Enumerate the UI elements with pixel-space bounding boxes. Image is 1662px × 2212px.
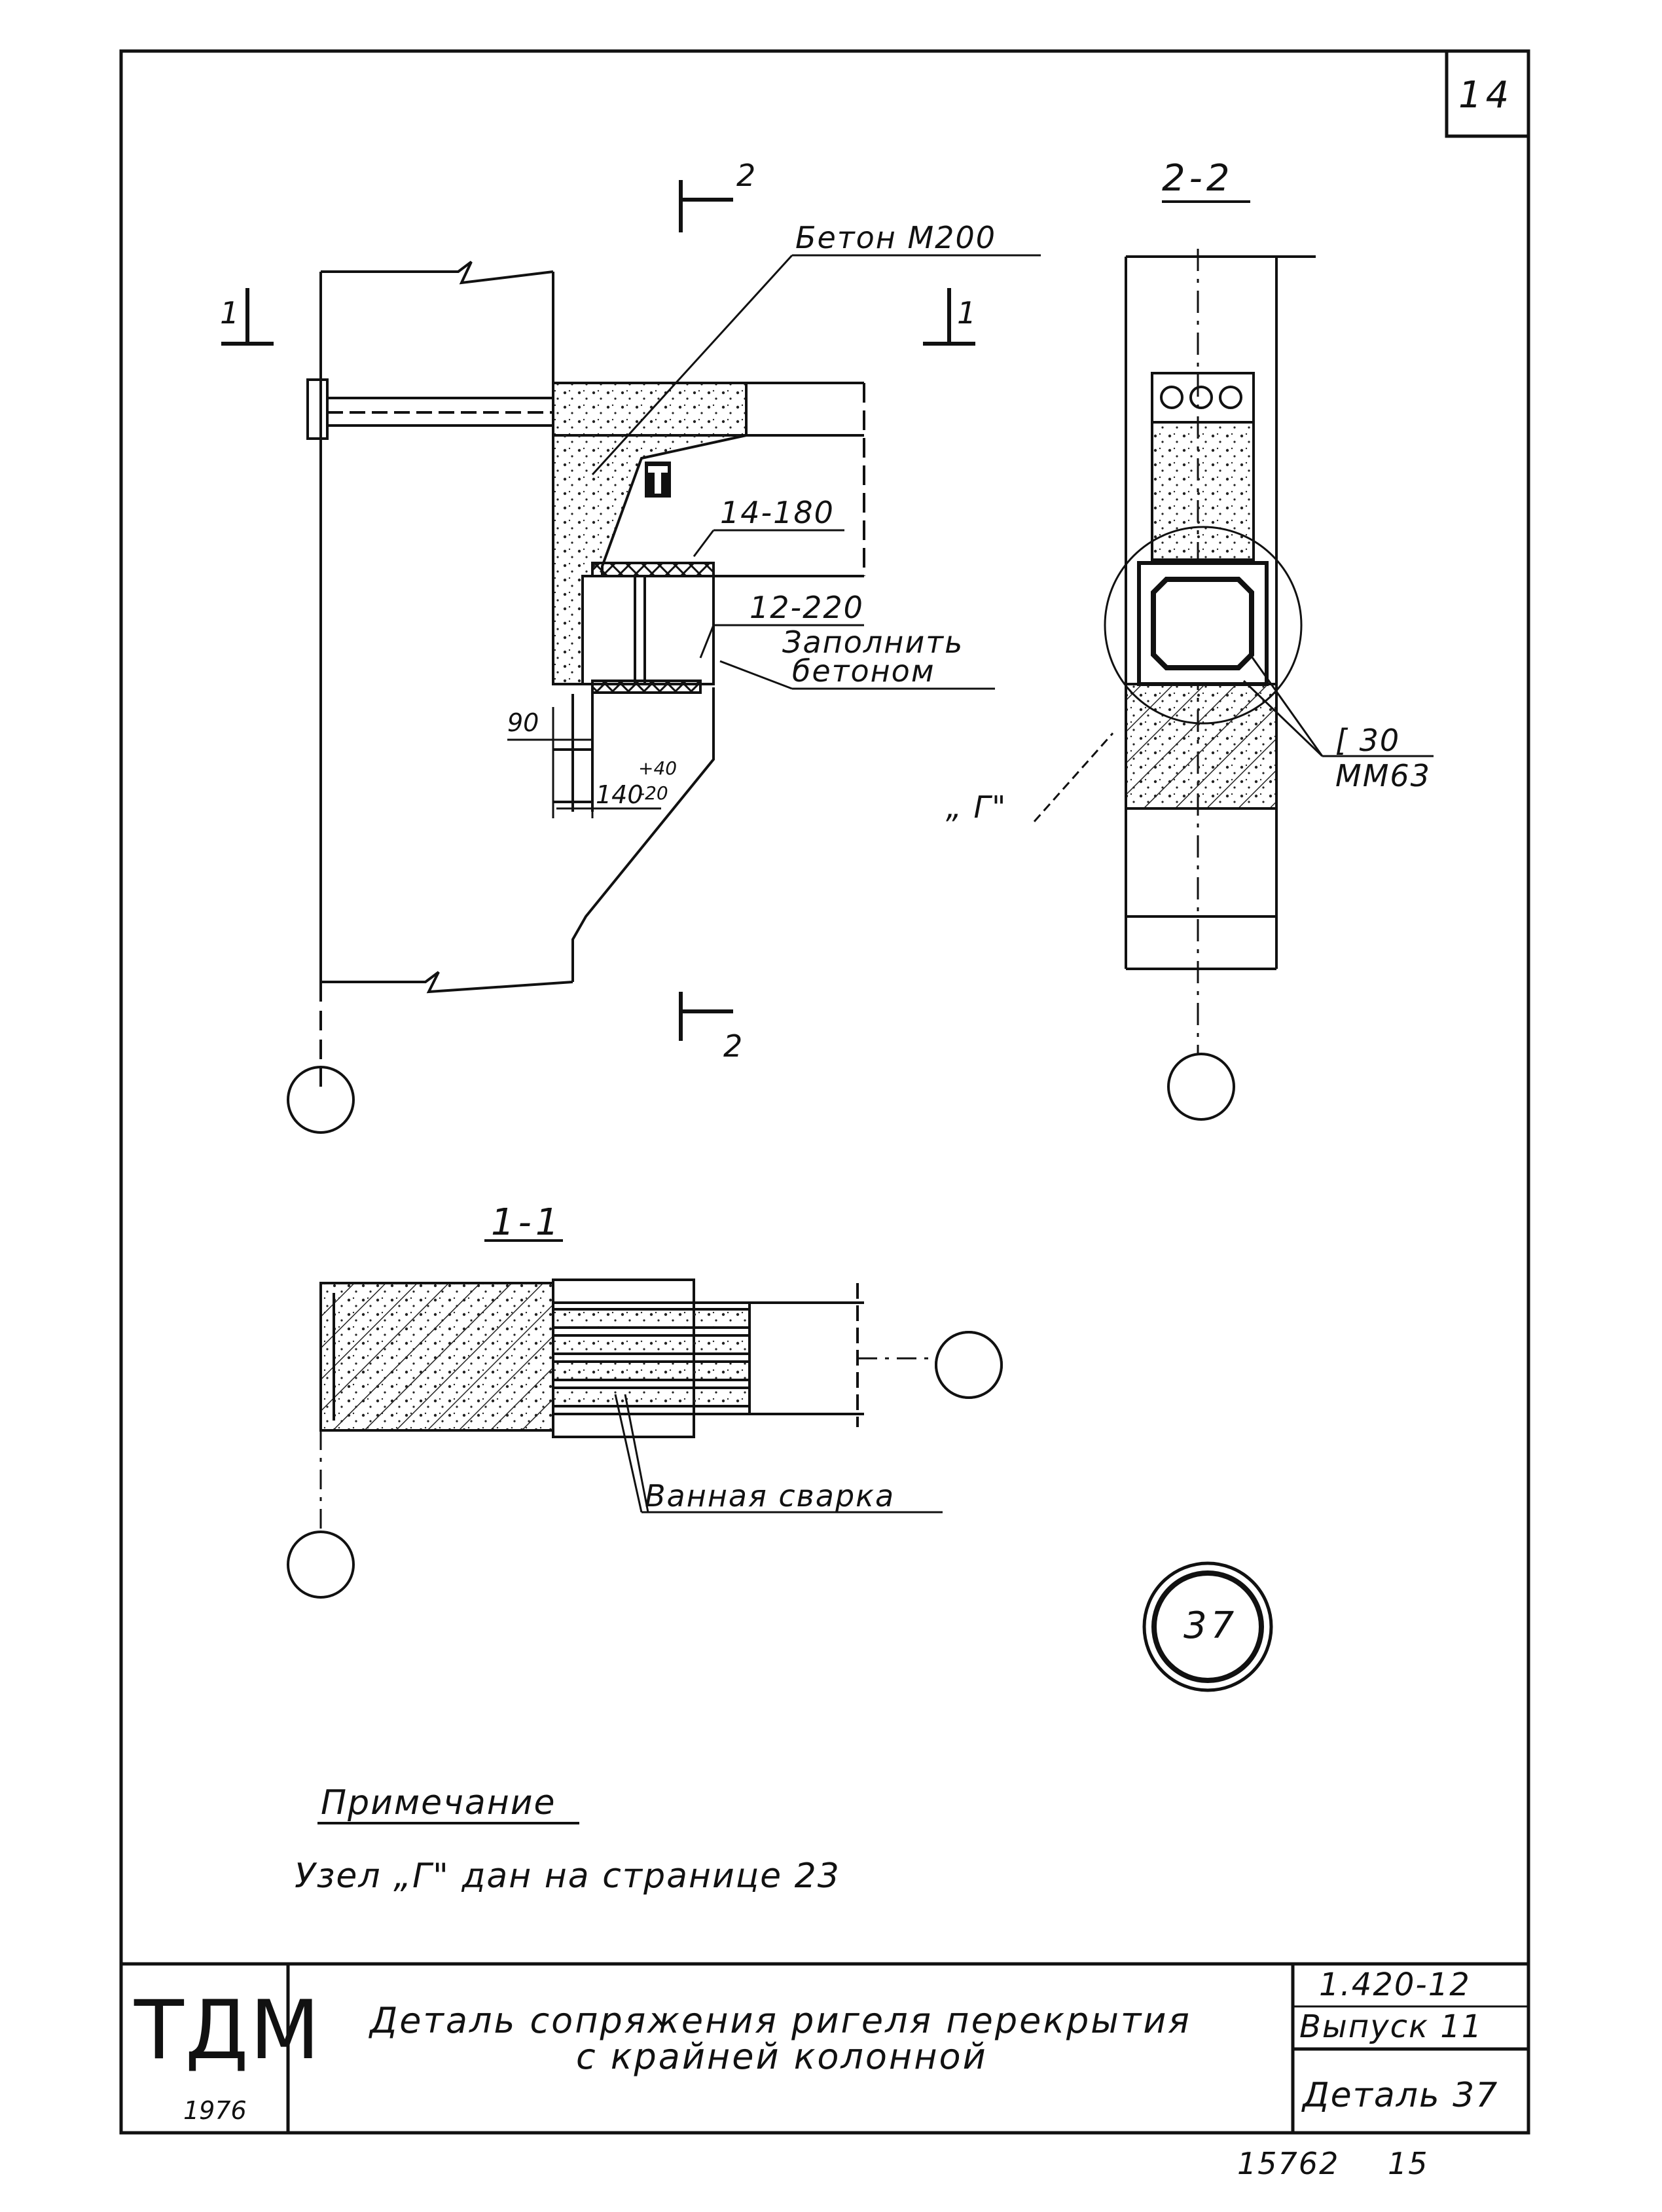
concrete-grade-label: Бетон М200 xyxy=(795,220,996,255)
fill-note-line2: бетоном xyxy=(792,653,935,689)
axis-bubble xyxy=(935,1331,1003,1399)
leader-lines xyxy=(591,254,1041,690)
drawing-title-line1: Деталь сопряжения ригеля перекрытия xyxy=(370,2000,1191,2041)
archive-number: 15762 xyxy=(1237,2146,1340,2181)
node-reference-label: „ Г" xyxy=(946,789,1007,825)
detail-marker xyxy=(1142,1561,1273,1692)
section-1-1 xyxy=(319,1278,943,1532)
section-marks xyxy=(221,180,975,1041)
organization-logo: ТДМ xyxy=(134,1984,321,2078)
plate-top-label: 14-180 xyxy=(720,495,835,530)
axis-bubble xyxy=(1167,1053,1235,1121)
main-elevation xyxy=(306,261,865,1087)
steel-grade-label: ММ63 xyxy=(1335,758,1431,793)
dimension-lines xyxy=(507,707,661,818)
dimension-tolerance-minus: -20 xyxy=(638,782,668,804)
note-text: Узел „Г" дан на странице 23 xyxy=(295,1857,840,1896)
channel-label: [ 30 xyxy=(1335,723,1401,758)
section-2-2 xyxy=(1033,249,1434,1054)
title-block-year: 1976 xyxy=(183,2096,247,2125)
underlines xyxy=(317,200,1250,1824)
detail-code: Деталь 37 xyxy=(1303,2076,1499,2115)
dimension-140: 140 xyxy=(596,780,643,809)
note-title: Примечание xyxy=(321,1783,556,1822)
section-mark-label: 1 xyxy=(957,295,978,331)
axis-bubble xyxy=(287,1066,355,1134)
drawing-title-line2: с крайней колонной xyxy=(576,2036,988,2077)
plate-bottom-label: 12-220 xyxy=(750,590,864,625)
series-code: 1.420-12 xyxy=(1319,1967,1471,2003)
section-2-2-title: 2-2 xyxy=(1162,157,1234,200)
sheet-code: 15 xyxy=(1388,2146,1429,2181)
dimension-tolerance-plus: +40 xyxy=(638,757,677,779)
fill-note-line1: Заполнить xyxy=(782,625,964,660)
dimension-90: 90 xyxy=(507,708,539,737)
page-number: 14 xyxy=(1458,74,1513,117)
section-1-1-title: 1-1 xyxy=(491,1201,563,1244)
detail-number: 37 xyxy=(1183,1605,1238,1647)
section-mark-label: 1 xyxy=(220,295,241,331)
section-mark-label: 2 xyxy=(723,1028,744,1064)
issue-number: Выпуск 11 xyxy=(1299,2008,1483,2045)
welding-label: Ванная сварка xyxy=(645,1478,895,1514)
sheet-frame xyxy=(119,49,1530,2135)
axis-bubble xyxy=(287,1531,355,1599)
title-block-frame xyxy=(121,1962,1528,2133)
section-mark-label: 2 xyxy=(736,158,757,193)
